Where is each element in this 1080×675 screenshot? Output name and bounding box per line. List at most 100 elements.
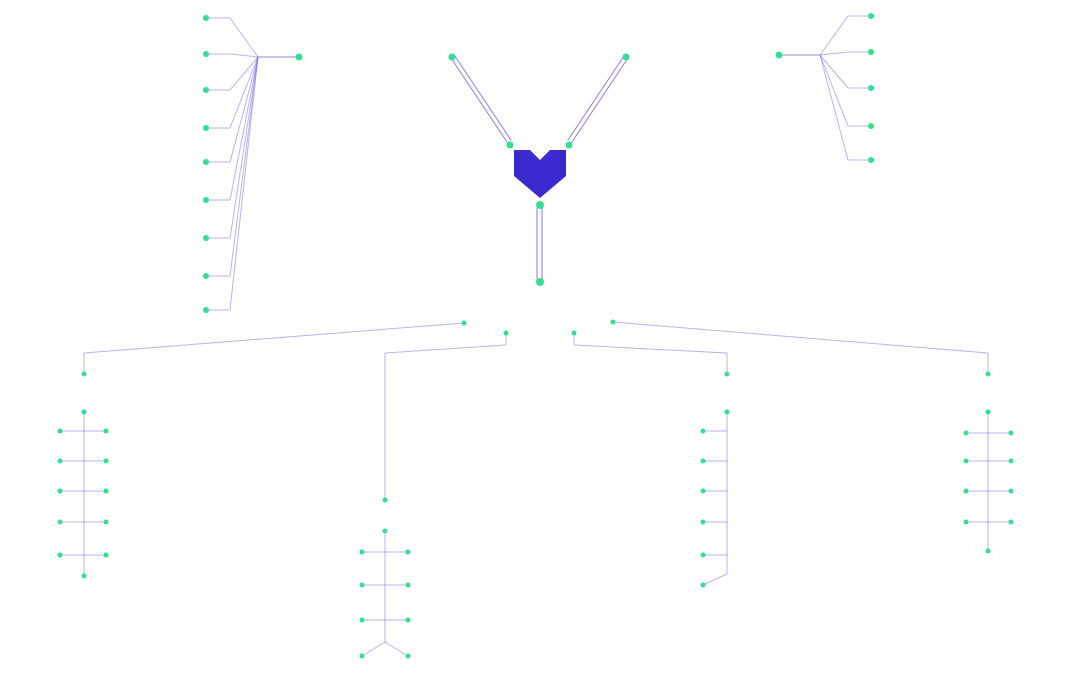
- node[interactable]: [700, 582, 706, 588]
- node[interactable]: [103, 552, 109, 558]
- node[interactable]: [868, 49, 874, 55]
- node[interactable]: [1008, 430, 1014, 436]
- node[interactable]: [868, 123, 874, 129]
- node[interactable]: [622, 53, 630, 61]
- edge: [205, 53, 259, 58]
- node[interactable]: [382, 528, 388, 534]
- node[interactable]: [81, 573, 87, 579]
- node[interactable]: [203, 51, 209, 57]
- edge: [612, 321, 989, 375]
- node[interactable]: [461, 320, 467, 326]
- node[interactable]: [868, 157, 874, 163]
- node[interactable]: [700, 519, 706, 525]
- node[interactable]: [57, 488, 63, 494]
- node[interactable]: [57, 552, 63, 558]
- branch-bottom-1: [57, 409, 109, 579]
- node[interactable]: [571, 330, 577, 336]
- node[interactable]: [506, 141, 514, 149]
- node[interactable]: [963, 430, 969, 436]
- node[interactable]: [1008, 458, 1014, 464]
- edge: [567, 55, 625, 141]
- edge: [205, 56, 259, 129]
- node[interactable]: [203, 159, 209, 165]
- node[interactable]: [868, 85, 874, 91]
- edge: [571, 57, 629, 143]
- edge: [384, 332, 507, 501]
- node[interactable]: [724, 409, 730, 415]
- edge: [83, 322, 465, 375]
- node[interactable]: [405, 549, 411, 555]
- node[interactable]: [203, 197, 209, 203]
- node[interactable]: [700, 488, 706, 494]
- node[interactable]: [359, 617, 365, 623]
- edge: [819, 51, 872, 56]
- node[interactable]: [448, 53, 456, 61]
- branch-bottom-4: [963, 409, 1014, 554]
- node[interactable]: [610, 319, 616, 325]
- cluster-top-left: [203, 15, 303, 313]
- edge: [454, 55, 512, 141]
- central-hub: [448, 53, 630, 286]
- edge: [205, 56, 259, 91]
- edge: [573, 332, 728, 375]
- node[interactable]: [57, 519, 63, 525]
- node[interactable]: [203, 273, 209, 279]
- edge: [819, 54, 872, 127]
- edge: [205, 56, 259, 311]
- node[interactable]: [1008, 488, 1014, 494]
- edge: [205, 56, 259, 277]
- edge: [819, 54, 872, 161]
- node[interactable]: [565, 141, 573, 149]
- edge: [819, 15, 872, 56]
- node[interactable]: [203, 125, 209, 131]
- node[interactable]: [103, 428, 109, 434]
- node[interactable]: [103, 458, 109, 464]
- node[interactable]: [963, 458, 969, 464]
- node[interactable]: [103, 488, 109, 494]
- edge: [205, 56, 259, 239]
- node[interactable]: [359, 582, 365, 588]
- node[interactable]: [382, 497, 388, 503]
- node[interactable]: [203, 307, 209, 313]
- node[interactable]: [868, 13, 874, 19]
- edge: [205, 56, 259, 163]
- node[interactable]: [405, 653, 411, 659]
- edge: [384, 641, 409, 657]
- node[interactable]: [57, 458, 63, 464]
- node[interactable]: [203, 15, 209, 21]
- heart-shape-icon[interactable]: [514, 150, 566, 198]
- node[interactable]: [81, 371, 87, 377]
- node[interactable]: [724, 371, 730, 377]
- node[interactable]: [405, 617, 411, 623]
- node[interactable]: [503, 330, 509, 336]
- node[interactable]: [963, 488, 969, 494]
- node[interactable]: [700, 552, 706, 558]
- node[interactable]: [295, 53, 303, 61]
- node[interactable]: [203, 87, 209, 93]
- edge: [702, 411, 728, 586]
- node[interactable]: [103, 519, 109, 525]
- node[interactable]: [203, 235, 209, 241]
- node[interactable]: [963, 519, 969, 525]
- node[interactable]: [700, 428, 706, 434]
- node[interactable]: [775, 51, 783, 59]
- node[interactable]: [57, 428, 63, 434]
- node[interactable]: [405, 582, 411, 588]
- node[interactable]: [700, 458, 706, 464]
- node[interactable]: [536, 278, 544, 286]
- edge: [361, 641, 386, 657]
- node[interactable]: [536, 201, 544, 209]
- node[interactable]: [985, 409, 991, 415]
- branch-bottom-2: [359, 528, 411, 659]
- cluster-top-right: [775, 13, 874, 163]
- node[interactable]: [81, 409, 87, 415]
- node[interactable]: [359, 653, 365, 659]
- edge: [450, 57, 508, 143]
- node[interactable]: [1008, 519, 1014, 525]
- node[interactable]: [359, 549, 365, 555]
- node[interactable]: [985, 548, 991, 554]
- node[interactable]: [985, 371, 991, 377]
- edge: [205, 56, 259, 201]
- branch-bottom-3: [700, 409, 730, 588]
